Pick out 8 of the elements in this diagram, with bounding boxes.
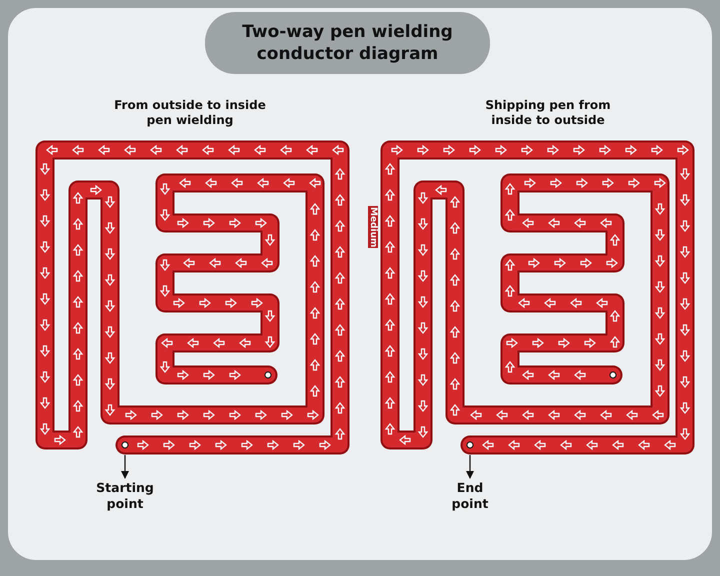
leader-line bbox=[121, 455, 129, 479]
section-heading: Shipping pen from inside to outside bbox=[484, 98, 612, 128]
leader-line bbox=[466, 455, 474, 479]
pipe-label: Medium bbox=[368, 206, 378, 248]
title-banner: Two-way pen wielding conductor diagram bbox=[205, 12, 490, 74]
section-heading: From outside to inside pen wielding bbox=[113, 98, 267, 128]
point-label: Starting point bbox=[85, 480, 165, 514]
point-label: End point bbox=[445, 480, 495, 514]
